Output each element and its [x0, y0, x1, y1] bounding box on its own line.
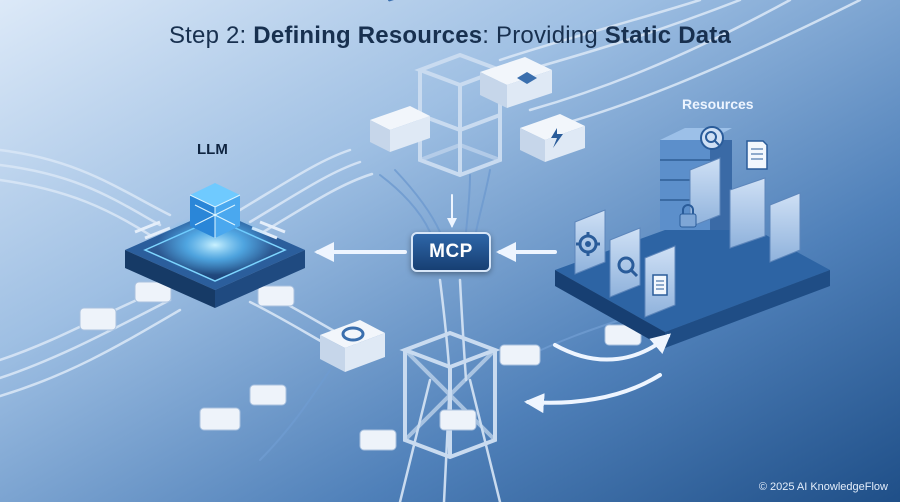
arrow-curve-to-resources: [553, 333, 672, 362]
gear-icon: [576, 232, 600, 256]
mcp-label: MCP: [429, 241, 473, 262]
page-title: Step 2: Defining Resources: Providing St…: [0, 22, 900, 50]
search-icon-top: [700, 126, 724, 150]
search-icon: [617, 256, 639, 278]
document-icon: [652, 274, 668, 296]
copyright-text: © 2025 AI KnowledgeFlow: [758, 481, 888, 493]
title-bold-2: Static Data: [604, 22, 732, 49]
lock-icon: [679, 204, 697, 228]
plug-small-1: [79, 281, 642, 451]
arrow-curve-back: [524, 373, 662, 414]
flow-arrows: [314, 194, 672, 414]
llm-label: LLM: [197, 141, 228, 158]
title-prefix: Step 2:: [168, 22, 254, 49]
resources-stack: [555, 126, 830, 348]
lightning-icon: [551, 128, 563, 148]
module-bottom-left: [320, 320, 385, 372]
resources-label: Resources: [682, 96, 754, 112]
module-mid-right: [520, 114, 585, 162]
connector-modules: [79, 0, 642, 451]
module-top-right: [480, 57, 552, 108]
cube-icon: [189, 183, 241, 238]
llm-chip: [125, 183, 305, 308]
title-bold-1: Defining Resources: [253, 22, 483, 49]
title-mid: : Providing: [482, 22, 605, 49]
mcp-box: MCP: [411, 232, 491, 272]
document-icon-right: [746, 140, 768, 170]
module-top-left: [370, 0, 430, 152]
